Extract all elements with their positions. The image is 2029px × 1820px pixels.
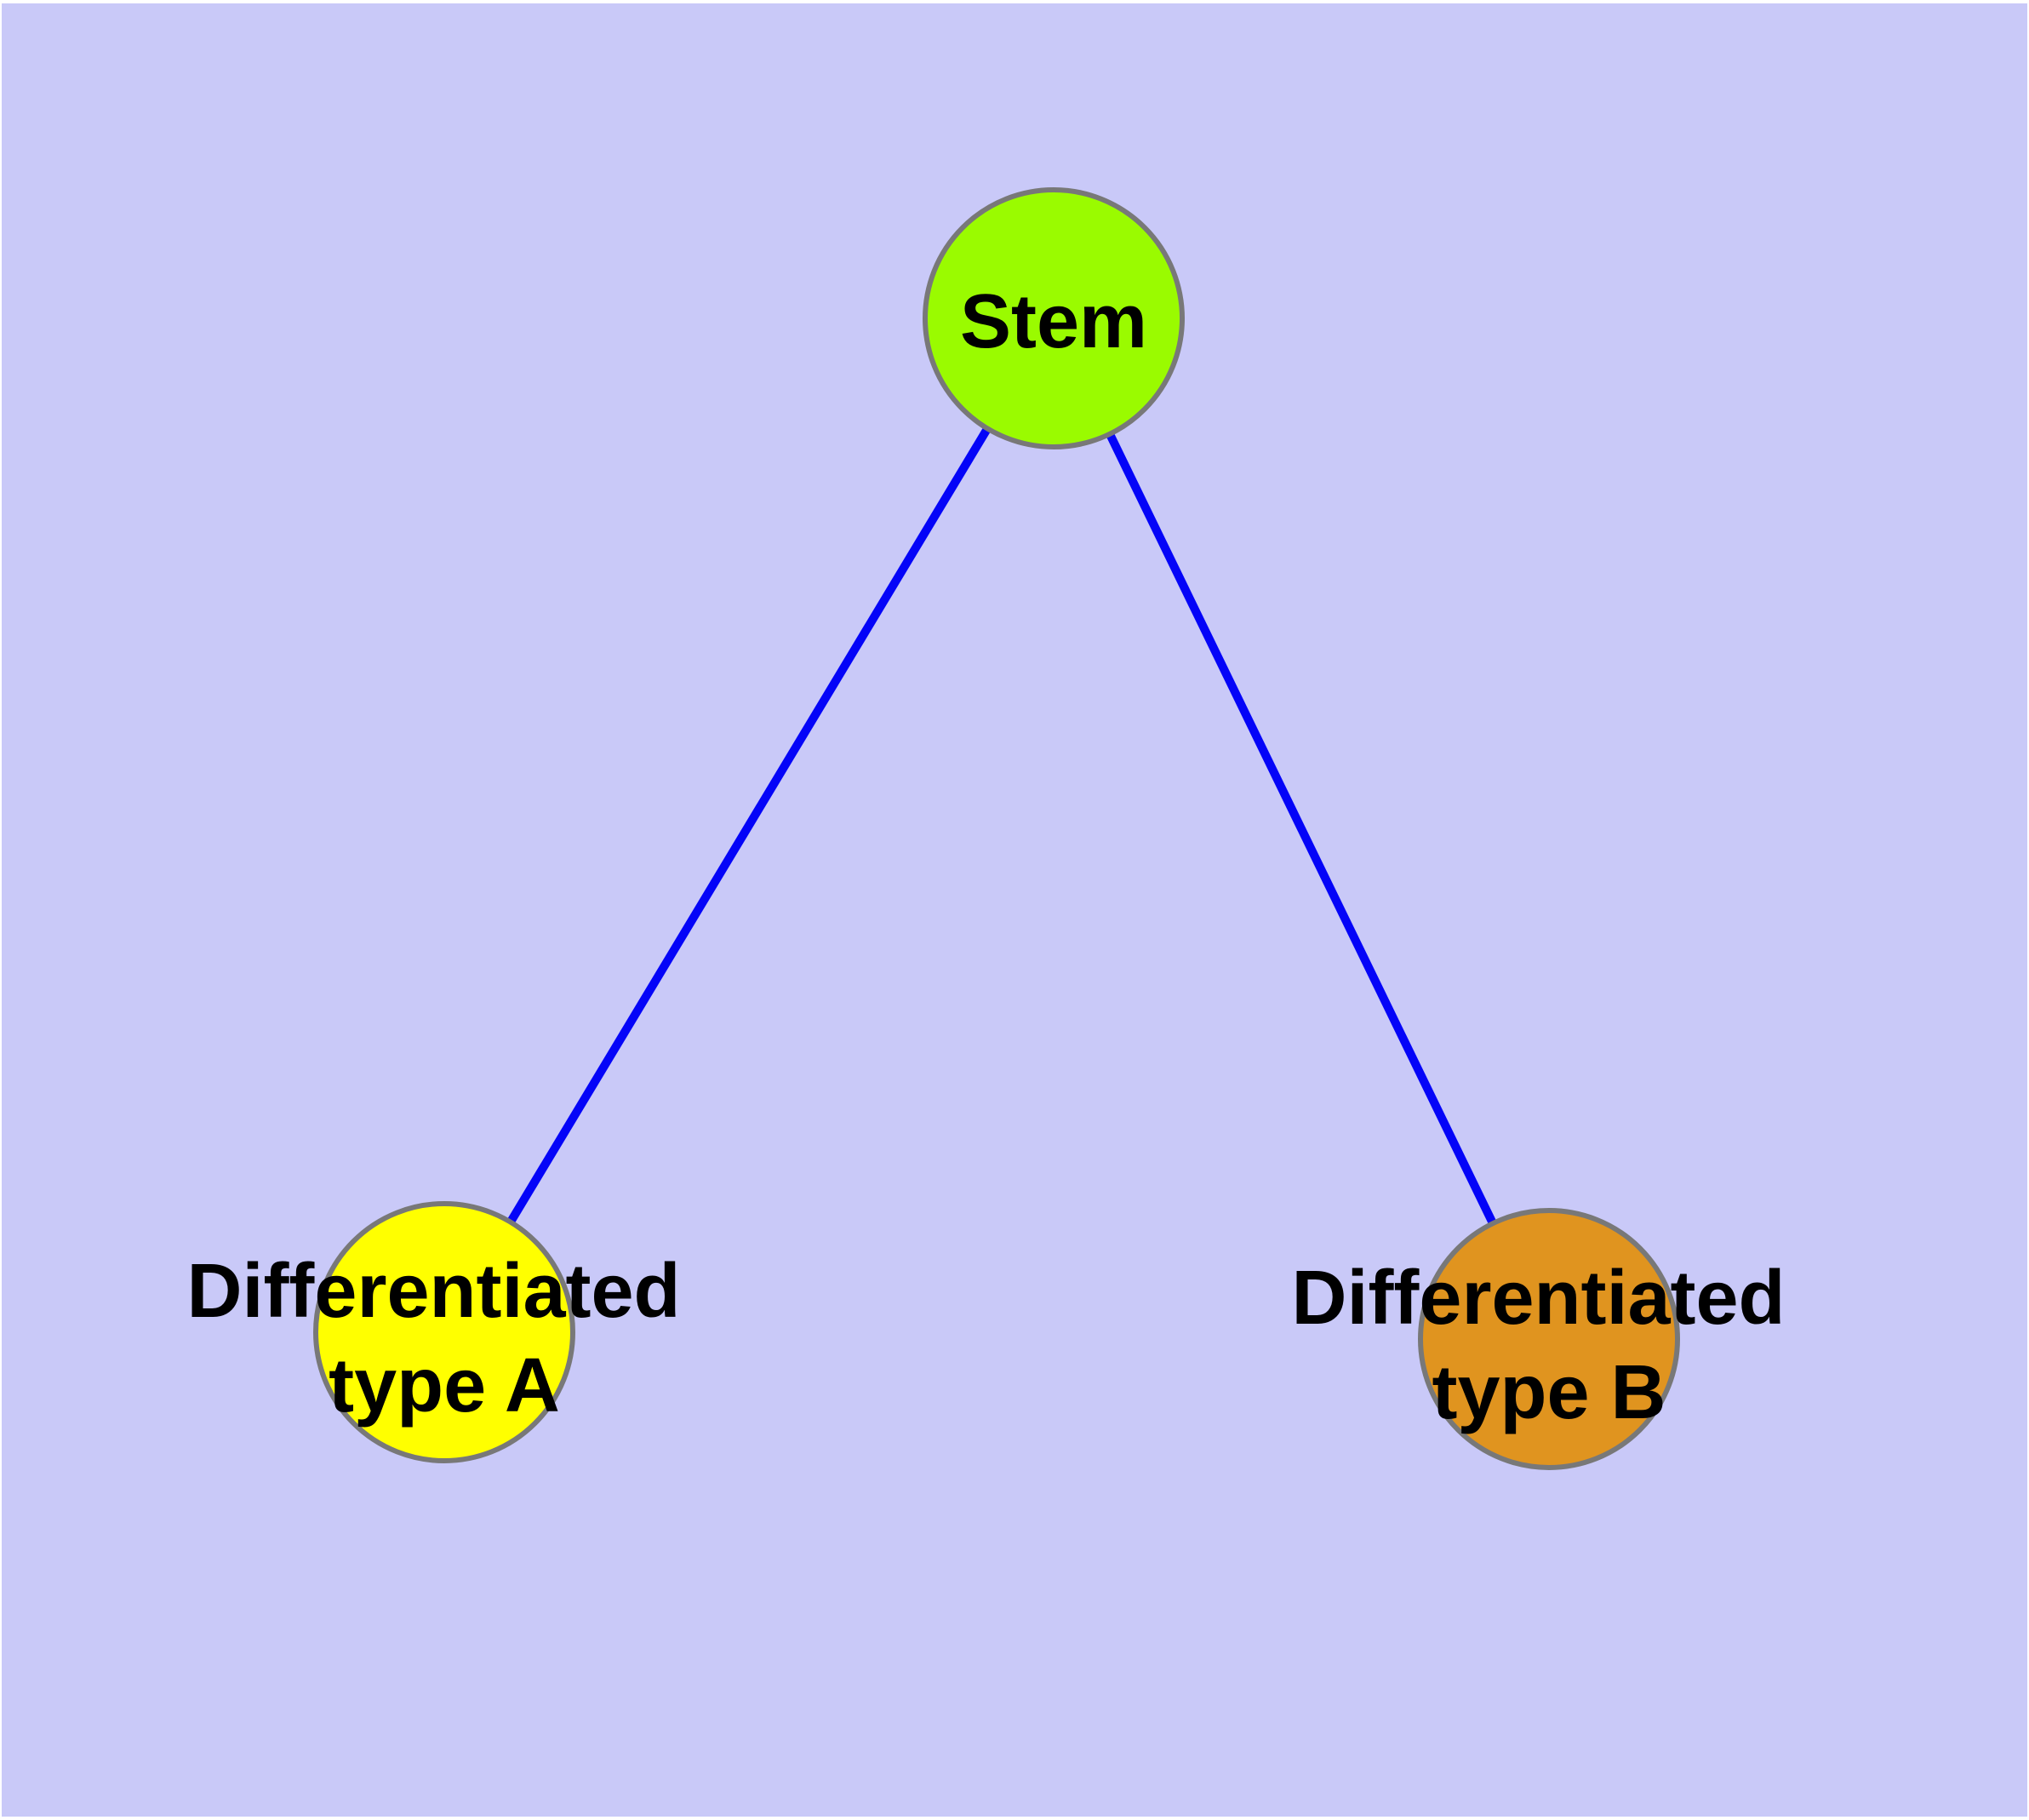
type-b-node-label: Differentiated type B <box>1291 1256 1806 1435</box>
type-a-node-circle <box>313 1201 575 1463</box>
type-b-label-line1: Differentiated <box>1291 1256 1785 1341</box>
edge-stem-to-type-a <box>440 316 1058 1335</box>
type-a-node-label: Differentiated type A <box>186 1249 701 1428</box>
type-a-label-line1: Differentiated <box>186 1249 680 1334</box>
type-a-label-line2: type A <box>329 1343 560 1428</box>
edge-stem-to-type-b <box>1049 316 1553 1342</box>
stem-node-circle <box>923 187 1185 449</box>
stem-node-label: Stem <box>960 279 1147 364</box>
type-b-node-circle <box>1418 1208 1680 1470</box>
type-b-label-line2: type B <box>1432 1350 1666 1435</box>
